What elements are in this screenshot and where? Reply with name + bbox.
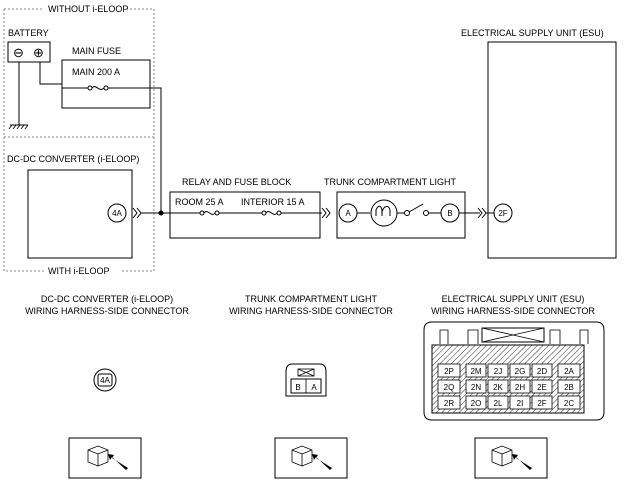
trunk-connector-pin-b: B: [295, 383, 300, 392]
esu-terminal-2f: 2F: [498, 209, 507, 218]
dcdc-terminal-4a: 4A: [112, 209, 122, 218]
dcdc-connector-view: DC-DC CONVERTER (i-ELOOP) WIRING HARNESS…: [25, 294, 189, 392]
battery-positive-wire: [39, 62, 62, 85]
esu-pin-2b: 2B: [564, 383, 574, 392]
esu-pin-2n: 2N: [471, 383, 481, 392]
esu-pin-2a: 2A: [564, 367, 574, 376]
room-fuse-label: ROOM 25 A: [175, 197, 224, 207]
room-fuse-icon: [199, 210, 220, 216]
esu: ELECTRICAL SUPPLY UNIT (ESU) 2F: [461, 28, 617, 259]
dcdc-connector-pin-4a: 4A: [100, 376, 110, 385]
trunk-connector-title: TRUNK COMPARTMENT LIGHT: [245, 294, 378, 304]
esu-pin-2f: 2F: [537, 399, 546, 408]
trunk-terminal-b: B: [447, 209, 452, 218]
esu-pin-2j: 2J: [494, 367, 502, 376]
battery-label: BATTERY: [8, 28, 49, 38]
esu-pin-2r: 2R: [444, 399, 454, 408]
esu-connector-subtitle: WIRING HARNESS-SIDE CONNECTOR: [431, 306, 595, 316]
with-eloop-label: WITH i-ELOOP: [48, 266, 110, 276]
trunk-terminal-a: A: [345, 209, 351, 218]
esu-pin-2p: 2P: [444, 367, 454, 376]
dcdc-connector-title: DC-DC CONVERTER (i-ELOOP): [41, 294, 173, 304]
esu-pin-2m: 2M: [470, 367, 481, 376]
with-eloop-region: WITH i-ELOOP: [3, 137, 155, 276]
esu-pin-2h: 2H: [515, 383, 525, 392]
main-feed-wire: [150, 87, 162, 212]
esu-pin-2e: 2E: [537, 383, 547, 392]
trunk-light: TRUNK COMPARTMENT LIGHT A B: [321, 177, 480, 239]
esu-connector-title: ELECTRICAL SUPPLY UNIT (ESU): [442, 294, 585, 304]
trunk-connector-pin-a: A: [311, 383, 317, 392]
trunk-connector-view: TRUNK COMPARTMENT LIGHT WIRING HARNESS-S…: [229, 294, 393, 397]
esu-pin-2d: 2D: [537, 367, 547, 376]
battery-negative-terminal: ⊖: [13, 45, 24, 60]
esu-pin-2c: 2C: [564, 399, 574, 408]
main-fuse-label: MAIN FUSE: [72, 46, 121, 56]
dcdc-connector-subtitle: WIRING HARNESS-SIDE CONNECTOR: [25, 306, 189, 316]
bulb-icon: [370, 199, 398, 227]
esu-connector-view: ELECTRICAL SUPPLY UNIT (ESU) WIRING HARN…: [423, 294, 605, 421]
connector-chevron-icon: [321, 207, 331, 219]
connector-view-icon: [274, 437, 348, 479]
esu-pin-2i: 2I: [517, 399, 524, 408]
switch-icon: [404, 203, 429, 216]
main-fuse: MAIN FUSE MAIN 200 A: [61, 46, 151, 109]
esu-pin-2o: 2O: [471, 399, 482, 408]
esu-pin-2g: 2G: [515, 367, 526, 376]
battery-positive-terminal: ⊕: [33, 45, 44, 60]
battery: BATTERY ⊖ ⊕: [7, 28, 62, 130]
esu-pin-2k: 2K: [493, 383, 503, 392]
relay-fuse-block: RELAY AND FUSE BLOCK ROOM 25 A INTERIOR …: [161, 177, 322, 239]
interior-fuse-label: INTERIOR 15 A: [241, 197, 305, 207]
trunk-light-label: TRUNK COMPARTMENT LIGHT: [324, 177, 457, 187]
trunk-connector-subtitle: WIRING HARNESS-SIDE CONNECTOR: [229, 306, 393, 316]
main-fuse-rating: MAIN 200 A: [72, 67, 120, 77]
fuse-symbol-icon: [62, 85, 150, 91]
esu-pin-2q: 2Q: [444, 383, 455, 392]
dcdc-converter: DC-DC CONVERTER (i-ELOOP) 4A: [7, 154, 164, 259]
connector-view-icon: [474, 437, 548, 479]
connector-view-icon: [68, 437, 142, 479]
interior-fuse-icon: [261, 210, 282, 216]
dcdc-converter-label: DC-DC CONVERTER (i-ELOOP): [7, 154, 139, 164]
without-eloop-label: WITHOUT i-ELOOP: [48, 4, 128, 14]
ground-icon: [8, 124, 29, 130]
connector-chevron-icon: [132, 207, 142, 219]
esu-label: ELECTRICAL SUPPLY UNIT (ESU): [461, 28, 604, 38]
relay-fuse-block-label: RELAY AND FUSE BLOCK: [182, 177, 291, 187]
esu-pin-2l: 2L: [494, 399, 503, 408]
